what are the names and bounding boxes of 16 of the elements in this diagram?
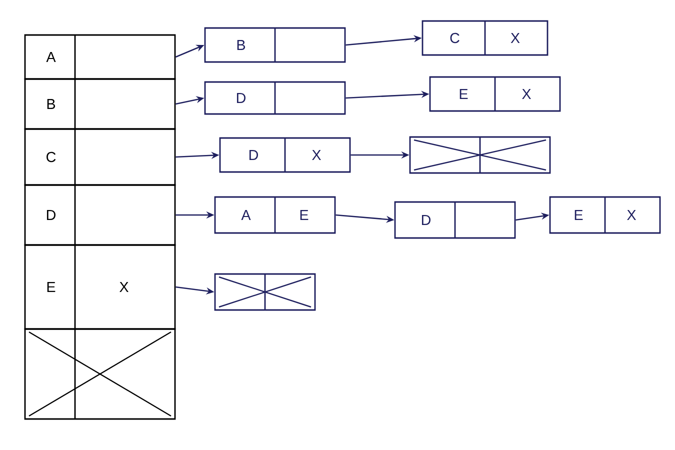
list-node	[214, 273, 316, 311]
list-node: E X	[429, 76, 561, 112]
table-row	[24, 328, 176, 420]
table-row: A	[24, 34, 176, 80]
list-node	[409, 136, 551, 174]
list-node: D	[394, 201, 516, 239]
table-row: D	[24, 184, 176, 246]
list-node: A E	[214, 196, 336, 234]
list-node: E X	[549, 196, 661, 234]
list-node: B	[204, 27, 346, 63]
list-node: D	[204, 81, 346, 115]
table-row: B	[24, 78, 176, 130]
list-node: D X	[219, 137, 351, 173]
list-node: C X	[422, 20, 548, 56]
table-row: E X	[24, 244, 176, 330]
table-row: C	[24, 128, 176, 186]
